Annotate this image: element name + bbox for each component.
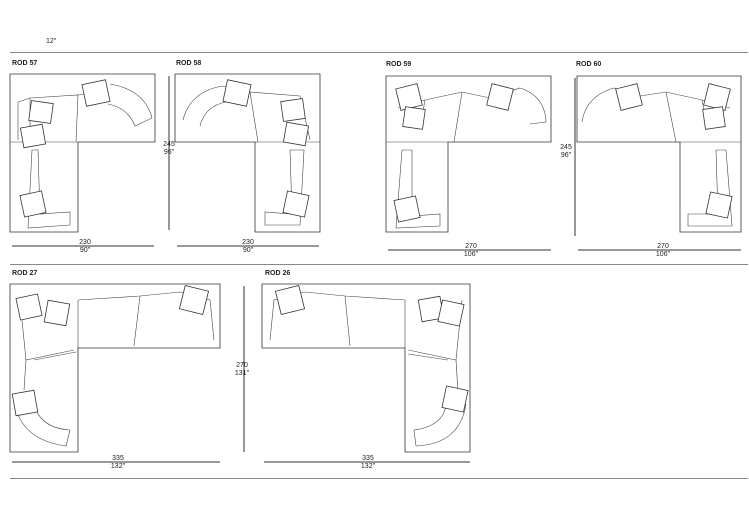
sofa-diagram-rod58 <box>174 73 321 247</box>
dim-rod57-depth: 245 96" <box>163 141 175 156</box>
model-label-rod58: ROD 58 <box>176 60 202 67</box>
divider-middle <box>10 264 748 265</box>
dim-rod60-width: 270 106" <box>655 243 671 258</box>
top-note: 12" <box>46 38 57 45</box>
sofa-diagram-rod57 <box>9 73 170 247</box>
divider-top <box>10 52 748 53</box>
dim-rod57-width: 230 90" <box>79 239 91 254</box>
dim-rod27-depth: 270 131" <box>234 362 250 377</box>
sofa-diagram-rod26 <box>261 283 471 463</box>
dim-rod26-width: 335 132" <box>360 455 376 470</box>
dim-rod58-width: 230 90" <box>242 239 254 254</box>
dim-rod59-width: 270 106" <box>463 243 479 258</box>
model-label-rod57: ROD 57 <box>12 60 38 67</box>
model-label-rod60: ROD 60 <box>576 61 602 68</box>
model-label-rod26: ROD 26 <box>265 270 291 277</box>
divider-bottom <box>10 478 748 479</box>
sofa-diagram-rod60 <box>576 75 742 251</box>
model-label-rod27: ROD 27 <box>12 270 38 277</box>
sofa-diagram-rod59 <box>385 75 576 251</box>
dim-rod59-depth: 245 96" <box>560 144 572 159</box>
sofa-diagram-rod27 <box>9 283 245 463</box>
model-label-rod59: ROD 59 <box>386 61 412 68</box>
dim-rod27-width: 335 132" <box>110 455 126 470</box>
